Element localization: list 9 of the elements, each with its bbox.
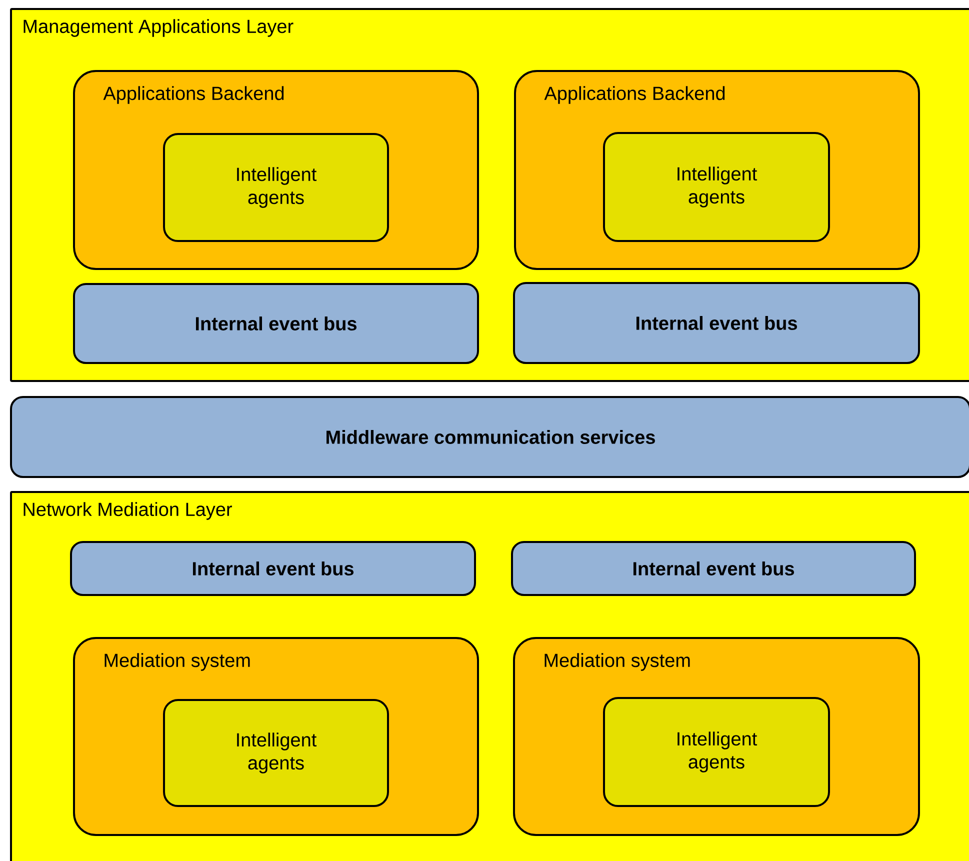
- event-bus-box: Middleware communication services: [10, 396, 969, 478]
- agents-box: Intelligent agents: [603, 132, 830, 242]
- agents-box: Intelligent agents: [603, 697, 830, 807]
- event-bus-box: Internal event bus: [73, 283, 479, 364]
- event-bus-box: Internal event bus: [511, 541, 916, 596]
- agents-box: Intelligent agents: [163, 133, 389, 242]
- agents-box: Intelligent agents: [163, 699, 389, 807]
- event-bus-box: Internal event bus: [70, 541, 476, 596]
- event-bus-box: Internal event bus: [513, 282, 920, 364]
